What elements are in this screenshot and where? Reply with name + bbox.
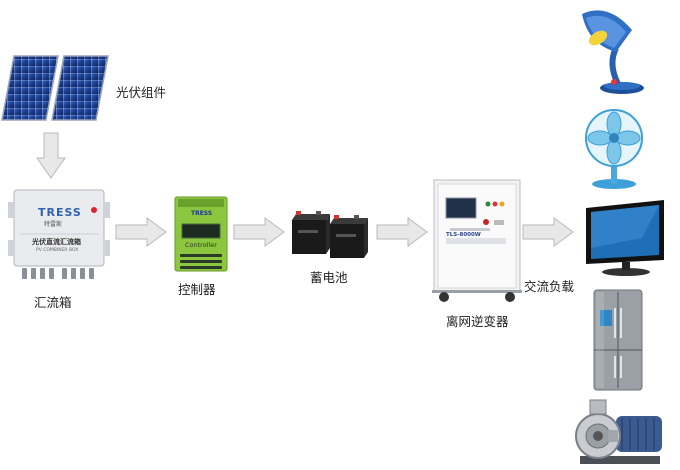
combiner-box: TRESS 特雷斯 光伏直流汇流箱 PV COMBINER BOX [6,188,110,286]
battery-label: 蓄电池 [310,270,348,285]
inverter-cabinet: TLS-8000W [432,178,522,304]
water-pump-icon [570,398,670,468]
pv-module-label: 光伏组件 [116,85,167,100]
arrow-right-4 [522,217,574,247]
battery-pack [290,210,370,260]
controller-label: 控制器 [178,282,216,297]
refrigerator-icon [592,288,644,394]
inverter-model: TLS-8000W [446,232,481,238]
controller-device: TRESS Controller [174,196,228,272]
combiner-title-cn: 光伏直流汇流箱 [32,238,81,246]
combiner-box-label: 汇流箱 [34,295,72,310]
combiner-brand: TRESS [38,206,82,219]
arrow-right-1 [115,217,167,247]
desk-lamp-icon [578,4,648,96]
arrow-right-2 [233,217,285,247]
arrow-down [36,132,66,180]
combiner-title-en: PV COMBINER BOX [36,248,79,253]
ac-load-label: 交流负载 [524,279,575,294]
controller-text: Controller [185,241,217,249]
controller-brand: TRESS [191,210,213,217]
arrow-right-3 [376,217,428,247]
fan-icon [582,108,646,190]
solar-panels [0,52,112,124]
inverter-label: 离网逆变器 [446,314,509,329]
combiner-brand-cn: 特雷斯 [44,221,63,228]
tv-icon [582,198,668,278]
